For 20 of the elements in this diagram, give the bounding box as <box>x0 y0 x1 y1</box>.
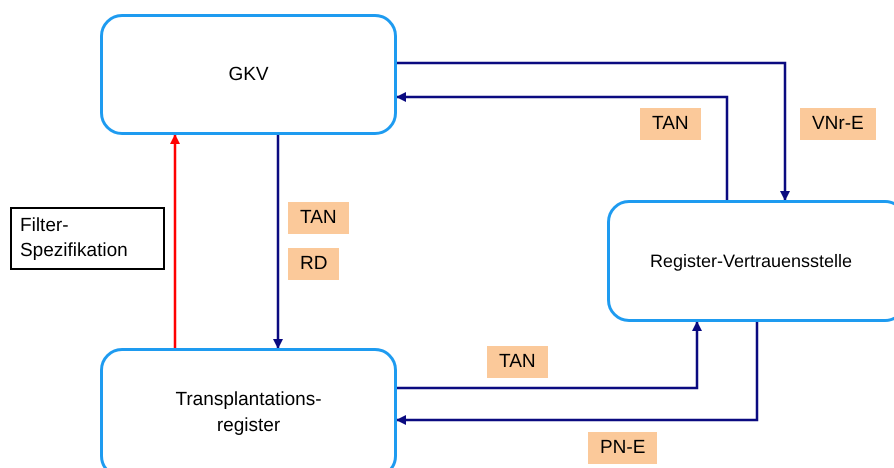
arrow <box>273 135 283 349</box>
node-text: GKV <box>228 62 269 87</box>
node-text: Filter- Spezifikation <box>20 214 129 262</box>
edge-label: PN-E <box>588 432 658 464</box>
arrow <box>397 62 790 201</box>
edge-label: TAN <box>640 108 701 140</box>
arrow <box>170 134 180 348</box>
arrow <box>397 321 702 390</box>
process-box <box>100 348 397 468</box>
node-text: Register-Vertrauensstelle <box>650 250 852 273</box>
node-text: Transplantations- register <box>174 388 323 438</box>
arrow <box>396 92 728 200</box>
data-tag: RD <box>288 248 340 280</box>
edge-label: TAN <box>487 346 548 378</box>
process-box <box>100 14 397 135</box>
process-box <box>607 200 894 322</box>
note-box <box>10 207 165 270</box>
edge-label: VNr-E <box>800 108 876 140</box>
edge-label: TAN <box>288 202 349 234</box>
arrow <box>396 322 758 425</box>
